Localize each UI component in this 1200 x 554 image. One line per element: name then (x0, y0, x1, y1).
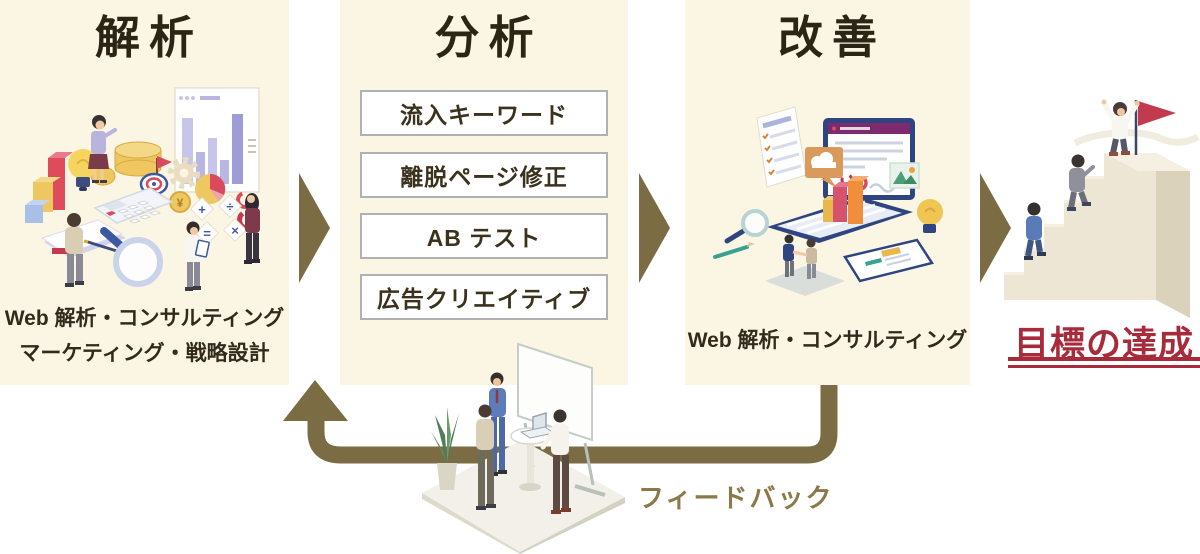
bar-cubes-icon (823, 176, 869, 224)
panel-improvement: 改善 (685, 0, 970, 385)
lightbulb-icon (917, 199, 943, 233)
goal-underline (1008, 357, 1200, 361)
caption-line: Web 解析・コンサルティング (4, 307, 285, 330)
analysis-item-box: 離脱ページ修正 (360, 152, 608, 198)
svg-text:÷: ÷ (226, 199, 233, 214)
panel-caption: Web 解析・コンサルティング (685, 323, 970, 358)
person-beige-icon (476, 404, 496, 510)
analysis-item-box: 広告クリエイティブ (360, 274, 608, 320)
math-symbols-icon: + ÷ = × (189, 193, 248, 246)
meeting-illustration (422, 342, 625, 554)
pie-chart-icon (195, 173, 226, 204)
analysis-item-box: 流入キーワード (360, 90, 608, 136)
svg-text:×: × (231, 223, 239, 238)
table-laptop-icon (510, 411, 556, 491)
stairs-illustration (1004, 99, 1200, 318)
tablet-report-icon (843, 238, 935, 283)
panel-title: 改善 (777, 13, 886, 63)
magnifier-icon (724, 209, 769, 244)
svg-text:+: + (198, 202, 206, 217)
person-climbing-gray-icon (1067, 154, 1095, 211)
panel-title: 分析 (434, 13, 543, 63)
photo-card-icon (889, 162, 920, 189)
ribbon-swoosh-icon (1073, 129, 1200, 147)
feedback-label: フィードバック (638, 483, 834, 513)
person-clipboard-icon (185, 221, 210, 291)
magnifier-icon (100, 227, 163, 287)
panel-web-analytics: 解析 (0, 0, 289, 385)
person-standing-icon (244, 193, 260, 264)
bar-graph-3d-icon (25, 152, 73, 223)
person-presenter-icon (88, 115, 117, 183)
cloud-card-icon (805, 147, 843, 188)
person-white-shirt-icon (540, 409, 571, 514)
svg-text:=: = (203, 226, 211, 241)
panel-title: 解析 (94, 13, 203, 63)
gear-icon (168, 157, 200, 189)
staircase-icon (1004, 153, 1190, 318)
checklist-icon (756, 106, 807, 188)
analytics-illustration: ¥ (25, 87, 260, 291)
goal-underline (1008, 365, 1200, 368)
handshake-icon (765, 234, 845, 296)
caption-line: マーケティング・戦略設計 (19, 342, 270, 365)
plant-icon (431, 407, 463, 490)
analysis-item-box: AB テスト (360, 213, 608, 259)
feedback-arrowhead-icon (283, 380, 348, 421)
person-celebrating-icon (1101, 99, 1140, 156)
calculator-icon (93, 187, 174, 224)
panel-analysis: 分析 流入キーワード 離脱ページ修正 AB テスト 広告クリエイティブ (340, 0, 628, 385)
person-climbing-blue-icon (1024, 202, 1046, 260)
caption-line: Web 解析・コンサルティング (687, 329, 968, 352)
floor-icon (422, 440, 625, 554)
svg-text:¥: ¥ (177, 196, 184, 210)
person-reading-icon (65, 213, 84, 287)
improvement-illustration (713, 106, 943, 296)
pencil-icon (713, 242, 755, 259)
panel-caption: Web 解析・コンサルティング マーケティング・戦略設計 (0, 301, 289, 371)
